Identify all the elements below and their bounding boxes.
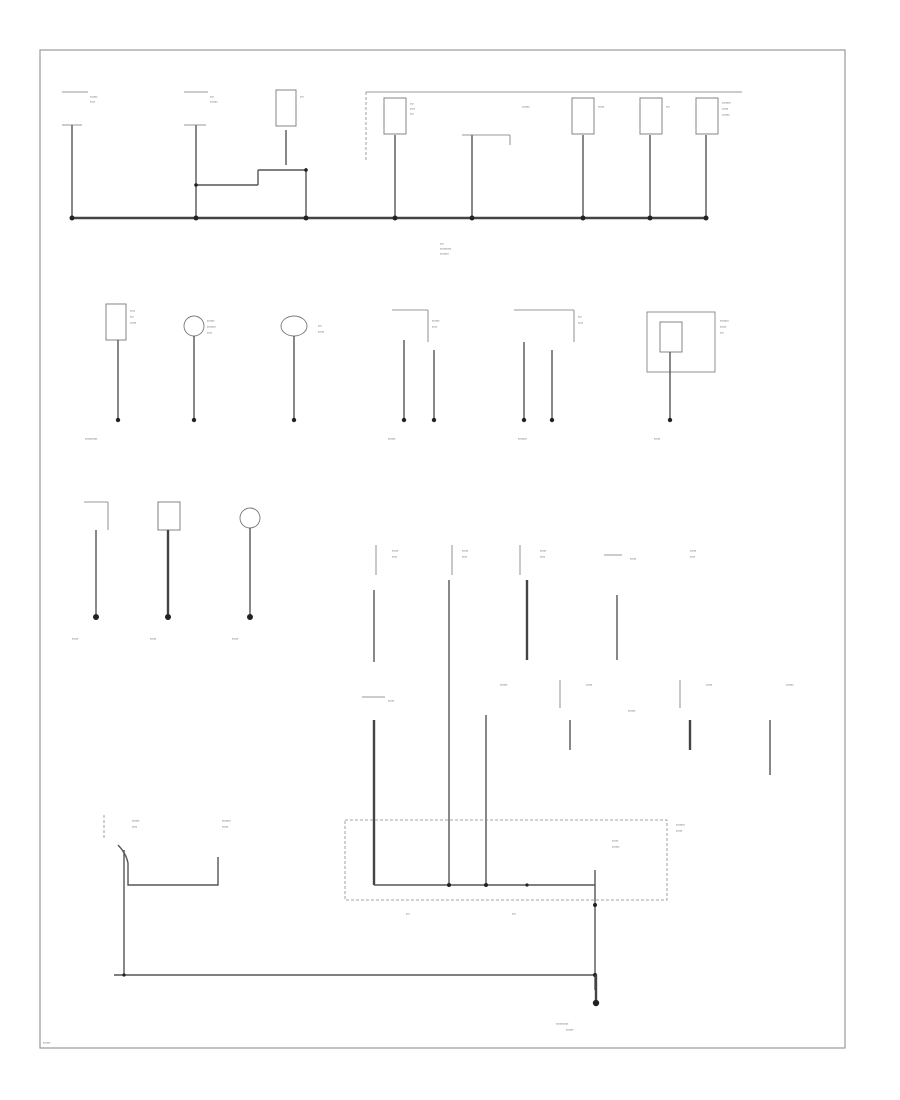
svg-text:▪▪▪▪▪: ▪▪▪▪▪ xyxy=(586,683,592,687)
diagram-frame xyxy=(39,49,846,1049)
svg-text:▪▪▪▪▪▪▪: ▪▪▪▪▪▪▪ xyxy=(440,252,449,256)
svg-text:▪▪▪▪▪: ▪▪▪▪▪ xyxy=(676,829,682,833)
svg-text:▪▪▪▪▪▪▪: ▪▪▪▪▪▪▪ xyxy=(518,437,527,441)
svg-text:▪▪▪▪▪▪▪: ▪▪▪▪▪▪▪ xyxy=(720,319,729,323)
svg-text:▪▪▪▪▪: ▪▪▪▪▪ xyxy=(388,699,394,703)
svg-text:▪▪▪: ▪▪▪ xyxy=(440,242,444,246)
svg-text:▪▪▪▪▪▪: ▪▪▪▪▪▪ xyxy=(90,95,97,99)
svg-text:▪▪▪▪▪▪▪: ▪▪▪▪▪▪▪ xyxy=(722,101,731,105)
svg-text:▪▪▪▪: ▪▪▪▪ xyxy=(90,100,95,104)
svg-text:▪▪▪▪▪: ▪▪▪▪▪ xyxy=(612,839,618,843)
svg-text:▪▪▪▪: ▪▪▪▪ xyxy=(410,107,415,111)
svg-text:▪▪▪▪▪▪▪▪▪▪: ▪▪▪▪▪▪▪▪▪▪ xyxy=(556,1022,568,1026)
svg-text:▪▪▪▪▪▪▪: ▪▪▪▪▪▪▪ xyxy=(222,819,231,823)
svg-text:▪▪▪▪: ▪▪▪▪ xyxy=(392,555,397,559)
section-middle-row: ▪▪▪▪ ▪▪▪ ▪▪▪▪▪ ▪▪▪▪▪▪ ▪▪▪▪▪▪▪ ▪▪▪▪ ▪▪▪ ▪… xyxy=(85,303,729,441)
svg-text:▪▪▪▪▪▪▪: ▪▪▪▪▪▪▪ xyxy=(207,325,216,329)
svg-text:▪▪▪▪▪: ▪▪▪▪▪ xyxy=(130,321,136,325)
svg-text:▪▪▪▪▪▪: ▪▪▪▪▪▪ xyxy=(722,113,729,117)
svg-text:▪▪▪▪▪: ▪▪▪▪▪ xyxy=(630,557,636,561)
svg-text:▪▪▪▪▪▪: ▪▪▪▪▪▪ xyxy=(612,845,619,849)
svg-text:▪▪▪▪▪▪▪: ▪▪▪▪▪▪▪ xyxy=(676,823,685,827)
svg-text:▪▪▪▪▪▪: ▪▪▪▪▪▪ xyxy=(566,1028,573,1032)
svg-text:▪▪▪▪▪: ▪▪▪▪▪ xyxy=(706,683,712,687)
svg-text:▪▪▪▪▪: ▪▪▪▪▪ xyxy=(462,549,468,553)
svg-text:▪▪▪▪: ▪▪▪▪ xyxy=(432,325,437,329)
svg-text:▪▪▪: ▪▪▪ xyxy=(720,331,724,335)
section-lower-right: ▪▪▪▪▪▪ ▪▪▪▪ ▪▪▪▪▪▪▪ ▪▪▪▪▪ ▪▪▪▪▪ ▪▪▪▪ ▪▪▪… xyxy=(43,545,793,1045)
svg-text:▪▪▪▪▪▪: ▪▪▪▪▪▪ xyxy=(132,819,139,823)
svg-text:▪▪▪▪▪▪▪▪▪▪: ▪▪▪▪▪▪▪▪▪▪ xyxy=(85,437,97,441)
svg-text:▪▪▪▪▪▪: ▪▪▪▪▪▪ xyxy=(522,105,529,109)
svg-text:▪▪▪▪▪▪: ▪▪▪▪▪▪ xyxy=(388,437,395,441)
svg-text:▪▪▪▪▪▪: ▪▪▪▪▪▪ xyxy=(210,100,217,104)
svg-text:▪▪▪: ▪▪▪ xyxy=(318,324,322,328)
svg-text:▪▪▪▪▪▪: ▪▪▪▪▪▪ xyxy=(43,1041,50,1045)
svg-text:▪▪▪▪▪▪: ▪▪▪▪▪▪ xyxy=(786,683,793,687)
svg-text:▪▪▪▪▪: ▪▪▪▪▪ xyxy=(540,549,546,553)
svg-text:▪▪▪▪: ▪▪▪▪ xyxy=(130,309,135,313)
svg-text:▪▪▪: ▪▪▪ xyxy=(410,112,414,116)
section-lower-left xyxy=(84,501,261,620)
svg-text:▪▪▪: ▪▪▪ xyxy=(410,102,414,106)
svg-text:▪▪▪: ▪▪▪ xyxy=(578,315,582,319)
svg-text:▪▪▪▪: ▪▪▪▪ xyxy=(462,555,467,559)
svg-text:▪▪▪▪▪: ▪▪▪▪▪ xyxy=(654,437,660,441)
svg-text:▪▪▪▪▪: ▪▪▪▪▪ xyxy=(722,107,728,111)
svg-text:▪▪▪▪▪: ▪▪▪▪▪ xyxy=(72,637,78,641)
svg-text:▪▪▪▪▪▪: ▪▪▪▪▪▪ xyxy=(432,319,439,323)
svg-text:▪▪▪: ▪▪▪ xyxy=(300,95,304,99)
svg-text:▪▪▪▪▪: ▪▪▪▪▪ xyxy=(318,330,324,334)
svg-text:▪▪▪▪▪: ▪▪▪▪▪ xyxy=(222,825,228,829)
svg-text:▪▪▪▪: ▪▪▪▪ xyxy=(578,321,583,325)
svg-text:▪▪▪: ▪▪▪ xyxy=(130,315,134,319)
svg-text:▪▪▪▪: ▪▪▪▪ xyxy=(690,555,695,559)
svg-text:▪▪▪▪▪: ▪▪▪▪▪ xyxy=(392,549,398,553)
section-top-bus: ▪▪▪▪▪▪ ▪▪▪▪ ▪▪▪ ▪▪▪▪▪▪ ▪▪▪ ▪▪▪ ▪▪▪▪ ▪▪▪ … xyxy=(62,89,742,256)
svg-text:▪▪▪▪▪▪▪▪▪: ▪▪▪▪▪▪▪▪▪ xyxy=(440,247,451,251)
svg-text:▪▪▪▪: ▪▪▪▪ xyxy=(540,555,545,559)
svg-text:▪▪▪: ▪▪▪ xyxy=(406,912,410,916)
svg-text:▪▪▪▪: ▪▪▪▪ xyxy=(207,331,212,335)
svg-text:▪▪▪: ▪▪▪ xyxy=(210,95,214,99)
svg-text:▪▪▪▪▪: ▪▪▪▪▪ xyxy=(598,105,604,109)
svg-text:▪▪▪: ▪▪▪ xyxy=(666,105,670,109)
svg-text:▪▪▪▪▪: ▪▪▪▪▪ xyxy=(720,325,726,329)
svg-text:▪▪▪▪▪▪: ▪▪▪▪▪▪ xyxy=(207,319,214,323)
svg-text:▪▪▪: ▪▪▪ xyxy=(512,912,516,916)
svg-text:▪▪▪▪▪▪: ▪▪▪▪▪▪ xyxy=(500,683,507,687)
svg-text:▪▪▪▪▪▪: ▪▪▪▪▪▪ xyxy=(628,709,635,713)
svg-text:▪▪▪▪▪: ▪▪▪▪▪ xyxy=(690,549,696,553)
svg-text:▪▪▪▪▪: ▪▪▪▪▪ xyxy=(150,637,156,641)
svg-text:▪▪▪▪: ▪▪▪▪ xyxy=(132,825,137,829)
svg-text:▪▪▪▪▪: ▪▪▪▪▪ xyxy=(232,637,238,641)
